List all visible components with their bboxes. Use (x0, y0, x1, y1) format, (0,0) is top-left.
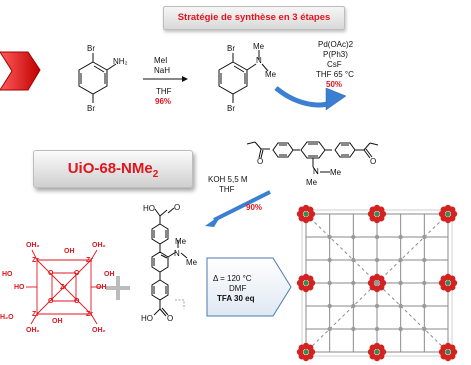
linker-me-right: Me (186, 258, 198, 267)
conditions-chevron (206, 257, 292, 317)
molecule-linker (151, 207, 188, 317)
zr-label-o-3: O (48, 298, 54, 305)
product-label-box: UiO-68-NMe2 (33, 150, 193, 188)
arrow-step2-head (325, 87, 347, 111)
linker-o-top: O (174, 203, 181, 212)
step2-catalyst: Pd(OAc)2 (318, 40, 354, 49)
product-name: UiO-68-NMe (67, 160, 153, 177)
step2-conditions: THF 65 °C (316, 70, 354, 79)
mol2-n: N (256, 56, 262, 65)
zr-label-h2o-left: H₂O (0, 314, 14, 321)
mol2-me-top: Me (253, 42, 265, 51)
zr-label-o-4: O (74, 298, 80, 305)
step2-ligand: P(Ph3) (323, 50, 348, 59)
step2-base: CsF (327, 60, 342, 69)
zr-label-zr-tr: Zr (86, 257, 93, 264)
mol3-me-bottom: Me (306, 178, 318, 187)
molecule-dimethyl-dibromoaniline (218, 50, 269, 103)
red-pointer-arrow (0, 51, 41, 91)
linker-o-bottom: O (167, 314, 174, 323)
step3-solvent: THF (219, 185, 235, 194)
linker-ho-top: HO (143, 204, 155, 213)
step3-reagent: KOH 5,5 M (208, 175, 248, 184)
mol1-br-top: Br (87, 44, 95, 53)
title-banner: Stratégie de synthèse en 3 étapes (163, 6, 345, 30)
mol2-br-bottom: Br (227, 104, 235, 113)
step4-additive: TFA 30 eq (217, 294, 255, 303)
step4-conditions: Δ = 120 °C DMF TFA 30 eq (207, 258, 291, 316)
mol3-n: N (313, 167, 319, 176)
plus-sign (106, 276, 130, 300)
molecule-dibromoaniline (78, 53, 117, 103)
mol1-nh2: NH₂ (113, 57, 128, 66)
arrow-step2-curved (274, 86, 336, 108)
zr-label-oh-top: OH (64, 248, 75, 255)
mol3-o-right: O (370, 157, 377, 166)
zr-label-oh-mid: OH (96, 284, 107, 291)
zr-label-zr-tl: Zr (32, 257, 39, 264)
linker-bracket (175, 299, 185, 309)
linker-ho-bottom: HO (141, 314, 153, 323)
zr-label-zr-br: Zr (86, 311, 93, 318)
mol1-br-bottom: Br (87, 104, 95, 113)
mol3-me-right: Me (330, 168, 342, 177)
step3-yield: 90% (246, 203, 263, 212)
zr-label-oh2-tr: OH₂ (92, 242, 106, 249)
zr-label-zr-mid: Zr (60, 284, 67, 291)
mol2-me-right: Me (265, 70, 277, 79)
mof-crystal-structure (296, 204, 458, 362)
arrow-step3-head (205, 214, 222, 227)
molecule-terphenyl-diester (246, 141, 379, 175)
zr-label-oh-bottom: OH (52, 318, 63, 325)
mol2-br-top: Br (227, 44, 235, 53)
step1-reagent2: NaH (154, 66, 171, 75)
step1-solvent: THF (156, 87, 172, 96)
step1-reagent1: MeI (154, 56, 168, 65)
step1-yield: 96% (155, 97, 172, 106)
mol3-o-left: O (257, 157, 264, 166)
step2-yield: 50% (326, 80, 343, 89)
zr-label-oh2-tl: OH₂ (26, 242, 40, 249)
zr-label-ho-left: HO (2, 271, 13, 278)
linker-me-top: Me (175, 237, 187, 246)
step4-solvent: DMF (229, 284, 247, 293)
zr-label-zr-bl: Zr (32, 311, 39, 318)
zr-label-oh2-bl: OH₂ (26, 327, 40, 334)
zr-label-o-2: O (74, 270, 80, 277)
step4-temperature: Δ = 120 °C (213, 274, 252, 283)
linker-n: N (174, 249, 180, 258)
arrow-step3 (213, 190, 271, 222)
product-subscript: 2 (152, 169, 159, 180)
zr-label-o-1: O (48, 270, 54, 277)
zr-oxo-cluster (26, 249, 102, 325)
zr-label-oh2-br: OH₂ (92, 327, 106, 334)
zr-label-ho-mid: HO (14, 284, 25, 291)
zr-label-oh-right: OH (104, 271, 115, 278)
